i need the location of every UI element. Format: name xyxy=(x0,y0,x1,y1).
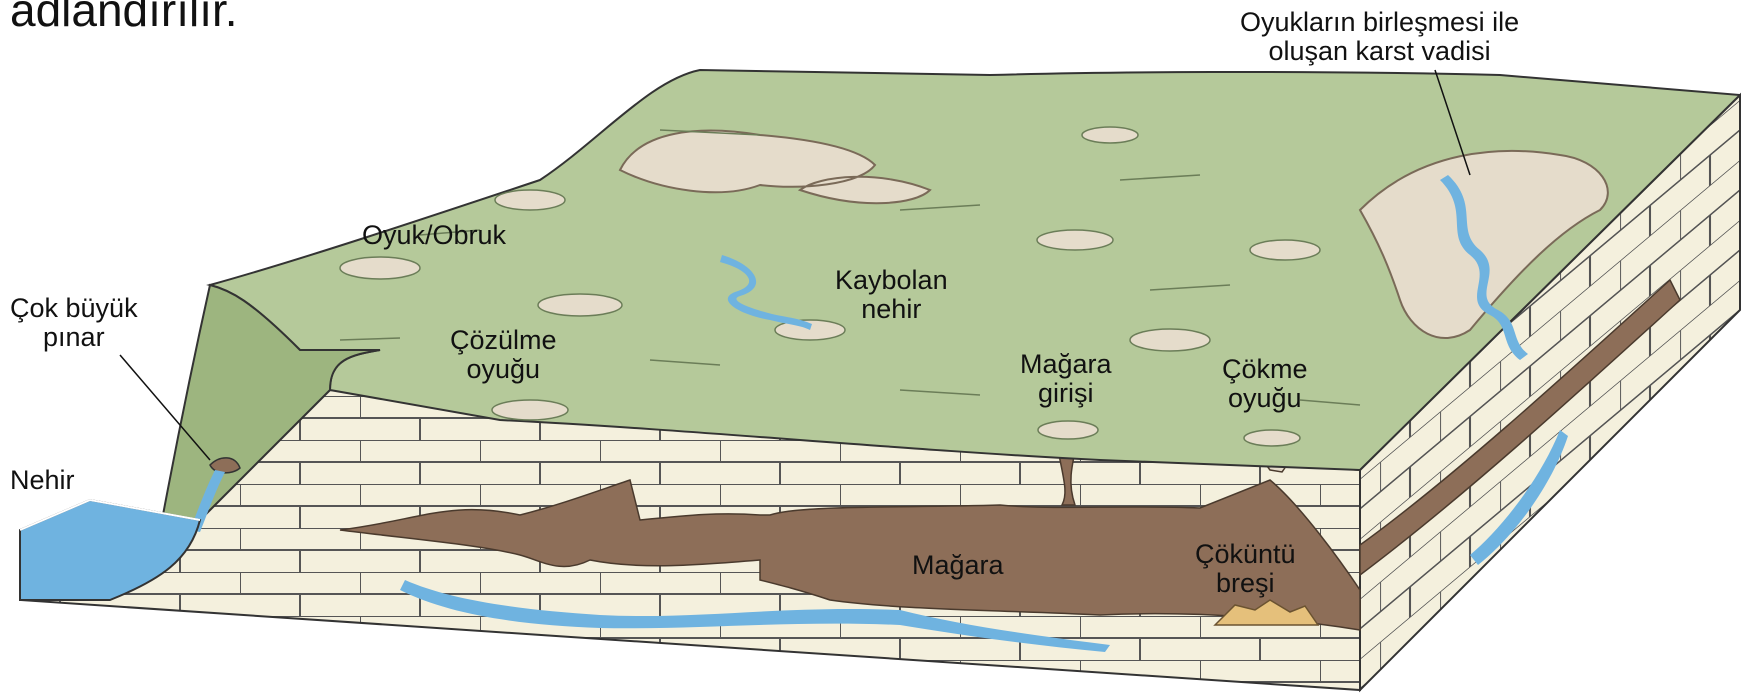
sinkhole-2 xyxy=(340,257,420,279)
label-sinkhole: Oyuk/Obruk xyxy=(362,221,506,250)
sinkhole-3 xyxy=(538,294,622,316)
sinkhole-10 xyxy=(1038,421,1098,439)
label-karst-valley: Oyukların birleşmesi ile oluşan karst va… xyxy=(1240,8,1519,66)
sinkhole-4 xyxy=(1082,127,1138,143)
label-disappearing-river: Kaybolan nehir xyxy=(835,266,948,324)
sinkhole-7 xyxy=(1130,329,1210,351)
label-river: Nehir xyxy=(10,466,75,495)
label-big-spring: Çok büyük pınar xyxy=(10,294,138,352)
sinkhole-9 xyxy=(492,400,568,420)
label-solution-sinkhole: Çözülme oyuğu xyxy=(450,326,557,384)
label-cave: Mağara xyxy=(912,551,1004,580)
header-partial-text: adlandırılır. xyxy=(10,0,238,34)
sinkhole-11 xyxy=(1244,430,1300,446)
label-collapse-breccia: Çöküntü breşi xyxy=(1195,540,1296,598)
sinkhole-1 xyxy=(495,190,565,210)
label-cave-entrance: Mağara girişi xyxy=(1020,350,1112,408)
sinkhole-6 xyxy=(1250,240,1320,260)
sinkhole-5 xyxy=(1037,230,1113,250)
label-collapse-sinkhole: Çökme oyuğu xyxy=(1222,355,1308,413)
